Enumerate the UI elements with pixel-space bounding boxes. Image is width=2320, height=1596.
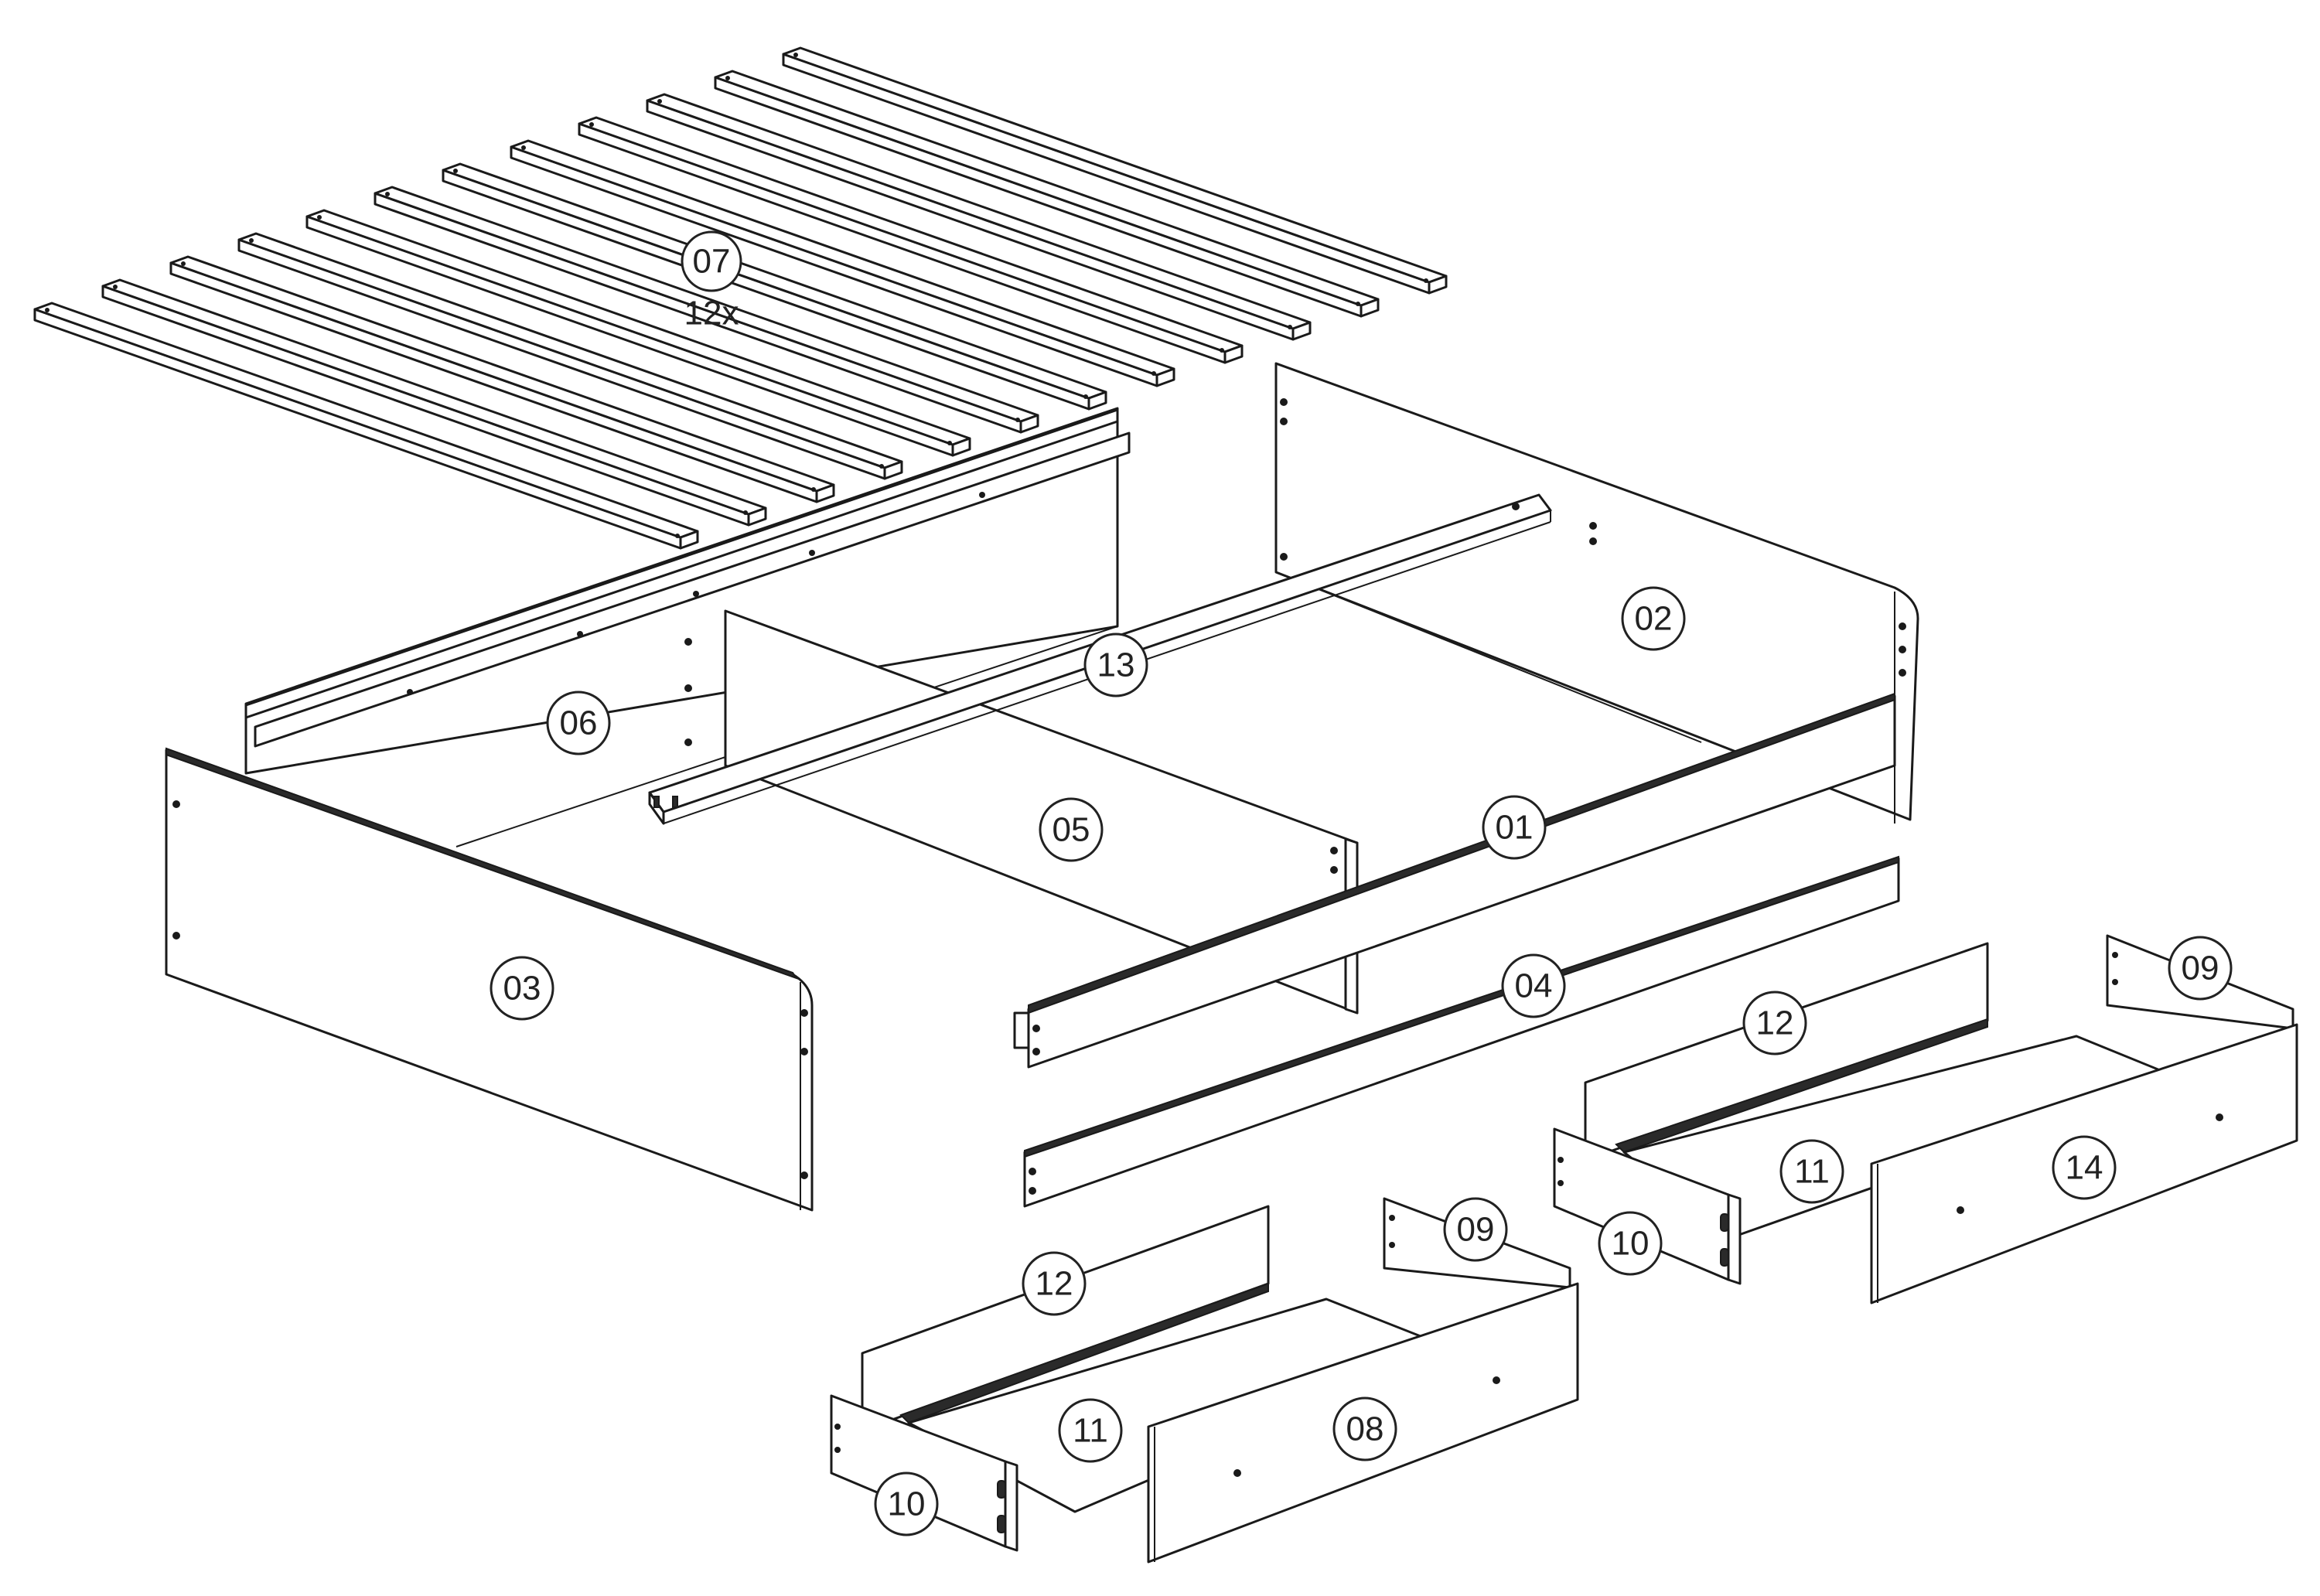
- slat-end: [1360, 298, 1380, 318]
- slat-end: [679, 530, 699, 550]
- callout-07: 07 12x: [681, 230, 742, 332]
- part-label-10-right: 10: [1612, 1225, 1650, 1263]
- slat-hole: [1083, 394, 1088, 399]
- callout-11-left: 11: [1058, 1398, 1123, 1463]
- slat-end: [815, 483, 835, 503]
- callout-04: 04: [1501, 953, 1566, 1018]
- slat-hole: [1220, 348, 1224, 353]
- slat-hole: [725, 76, 730, 80]
- slat: [714, 70, 1380, 307]
- callout-03: 03: [490, 956, 554, 1021]
- slat-end: [1155, 367, 1175, 387]
- part-label-12-left: 12: [1035, 1265, 1073, 1303]
- slat-hole: [45, 308, 49, 312]
- slat-hole: [811, 487, 816, 492]
- callout-02: 02: [1621, 586, 1686, 651]
- rail-04: [1023, 855, 1900, 1208]
- callout-09-right: 09: [2168, 936, 2233, 1001]
- part-label-02: 02: [1635, 600, 1673, 638]
- part-label-13: 13: [1097, 646, 1135, 684]
- part-label-03: 03: [503, 970, 541, 1008]
- panel-06: [244, 407, 1131, 775]
- callout-14: 14: [2052, 1135, 2117, 1200]
- slat-hole: [675, 534, 680, 538]
- callout-13: 13: [1083, 633, 1148, 697]
- callout-10-left: 10: [874, 1472, 939, 1536]
- slat-hole: [1151, 371, 1156, 376]
- slat-hole: [521, 145, 526, 150]
- rail-01: [1013, 692, 1896, 1069]
- slat-hole: [793, 53, 798, 57]
- panel-03: [165, 747, 814, 1212]
- part-label-05: 05: [1053, 811, 1090, 849]
- part-label-09-right: 09: [2182, 950, 2219, 987]
- part-label-12-right: 12: [1756, 1004, 1794, 1042]
- slat-hole: [879, 464, 884, 469]
- slat-end: [883, 460, 903, 480]
- slat-hole: [317, 215, 322, 220]
- slat-hole: [743, 510, 748, 515]
- slat-end: [1428, 275, 1448, 295]
- slat-hole: [1424, 278, 1428, 283]
- callout-01: 01: [1482, 795, 1547, 860]
- slat-hole: [453, 169, 458, 173]
- slat-hole: [113, 285, 118, 289]
- slat-end: [1291, 321, 1312, 341]
- slat-hole: [589, 122, 594, 127]
- part-label-08: 08: [1346, 1410, 1384, 1448]
- slats-group: [33, 46, 1448, 550]
- callout-05: 05: [1039, 797, 1104, 862]
- slat-hole: [181, 261, 186, 266]
- part-callouts: 07 12x 02 13 06 05 01 03 04: [490, 230, 2233, 1536]
- part-label-01: 01: [1496, 809, 1534, 847]
- part-qty-07: 12x: [684, 295, 739, 332]
- callout-06: 06: [546, 691, 611, 755]
- slat-end: [747, 506, 767, 527]
- callout-08: 08: [1332, 1396, 1397, 1461]
- slat-end: [1019, 414, 1039, 434]
- panel-02: [1274, 362, 1919, 824]
- drawer-left: [830, 1197, 1579, 1564]
- slat-end: [951, 437, 971, 457]
- part-label-04: 04: [1515, 967, 1553, 1005]
- slat-end: [1223, 344, 1244, 364]
- callout-09-left: 09: [1443, 1197, 1508, 1262]
- part-label-10-left: 10: [888, 1485, 926, 1523]
- part-label-14: 14: [2066, 1149, 2103, 1187]
- slat-hole: [947, 441, 952, 445]
- part-label-09-left: 09: [1457, 1211, 1495, 1249]
- slat-hole: [385, 192, 390, 196]
- part-label-06: 06: [560, 704, 598, 742]
- slat-hole: [657, 99, 662, 104]
- part-label-11-left: 11: [1073, 1412, 1108, 1450]
- part-label-07: 07: [693, 243, 731, 281]
- callout-11-right: 11: [1779, 1139, 1844, 1204]
- slat-end: [1087, 390, 1107, 411]
- slat-edge: [33, 308, 682, 550]
- callout-12-right: 12: [1742, 991, 1807, 1055]
- callout-10-right: 10: [1598, 1211, 1663, 1276]
- slat-hole: [1356, 302, 1360, 306]
- slat: [782, 46, 1448, 284]
- callout-12-left: 12: [1022, 1251, 1087, 1316]
- slat-edge: [101, 285, 750, 527]
- part-label-11-right: 11: [1794, 1153, 1830, 1191]
- slat-hole: [1015, 418, 1020, 422]
- slat-hole: [249, 238, 254, 243]
- slat-hole: [1288, 325, 1292, 329]
